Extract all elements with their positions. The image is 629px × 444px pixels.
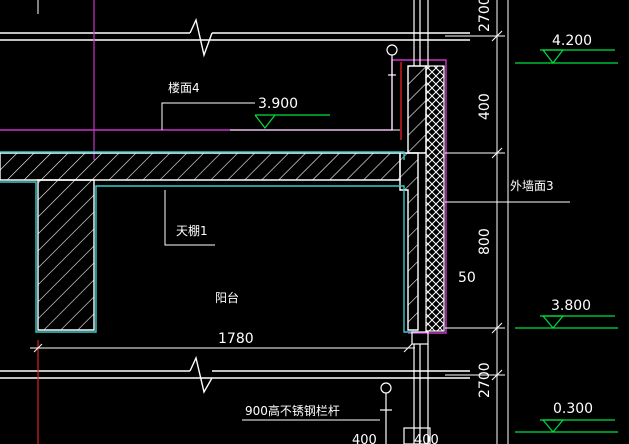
insulation-layer [425,65,445,332]
elevation-3900: 3.900 [258,96,298,112]
dimension-horizontal [30,343,415,353]
elevation-marks [254,49,618,433]
upper-slab [0,17,470,58]
label-exterior-wall: 外墙面3 [510,179,554,193]
leader-lines [161,102,380,421]
window-frame [403,0,431,444]
label-floor-finish: 楼面4 [168,80,200,95]
dimension-chain-vertical [445,0,570,444]
finish-outline-cyan [0,151,418,333]
lower-slab [0,355,470,394]
elevation-4200: 4.200 [552,33,592,49]
label-railing: 900高不锈钢栏杆 [245,403,340,418]
dim-50: 50 [458,270,476,286]
elevation-3800: 3.800 [551,298,591,314]
dim-1780: 1780 [218,331,254,347]
dim-2700-bottom: 2700 [477,362,493,398]
balcony-floor-slab [0,65,427,331]
label-ceiling: 天棚1 [176,223,208,238]
dim-bottom-cut-2: 400 [414,433,439,444]
dim-400: 400 [477,93,493,120]
railing-bottom [380,382,392,444]
label-balcony: 阳台 [215,290,239,305]
elevation-0300: 0.300 [553,401,593,417]
dim-bottom-cut-1: 400 [352,433,377,444]
dim-800: 800 [477,228,493,255]
dim-2700-top: 2700 [477,0,493,32]
railing-top [386,44,398,130]
